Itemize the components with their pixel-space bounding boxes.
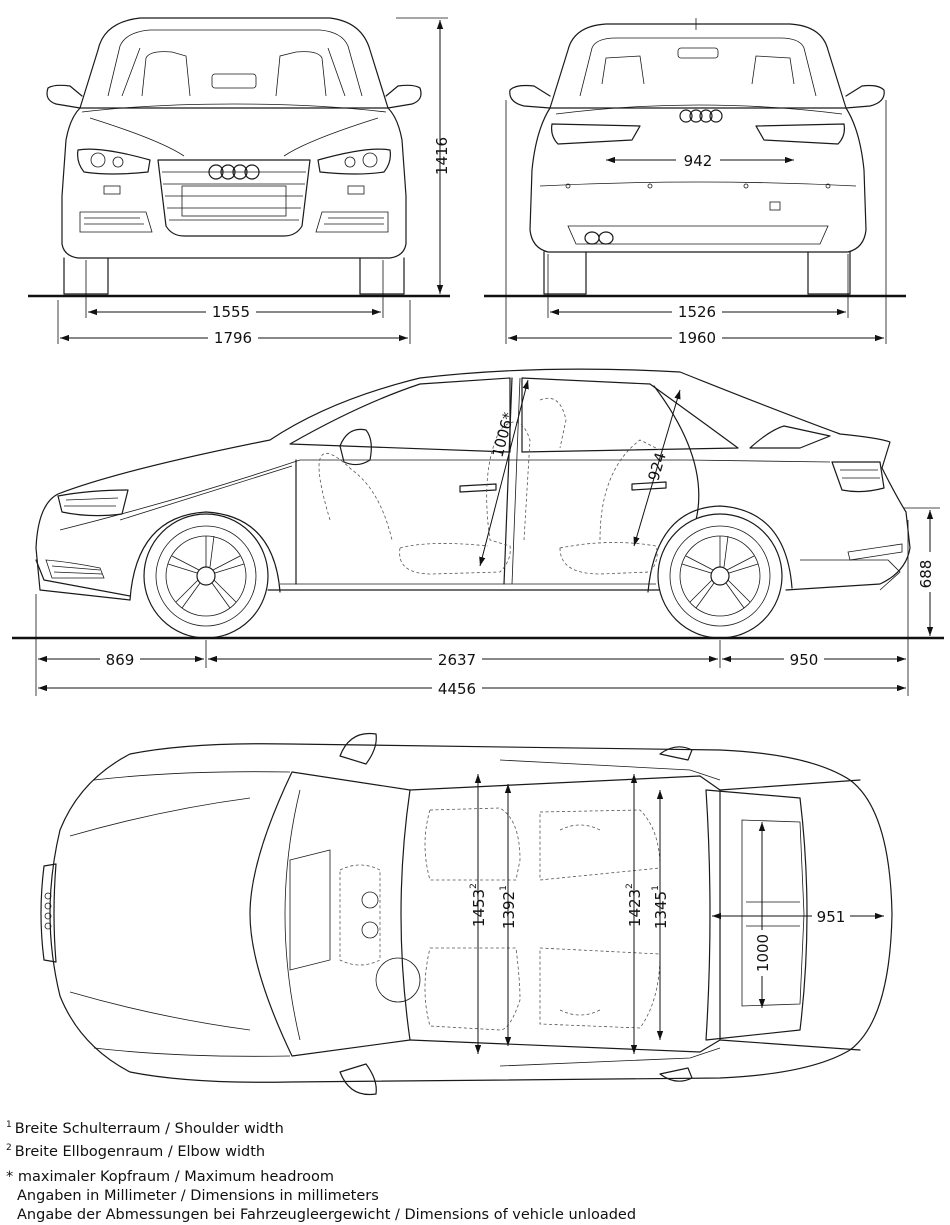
front-wheel [143, 513, 269, 639]
top-view: 1453 2 1392 1 1423 2 1345 1 951 1000 [40, 732, 893, 1096]
rear-track-label: 1526 [678, 303, 716, 321]
length-label: 4456 [438, 680, 476, 698]
load-sill-label: 688 [917, 560, 935, 589]
front-elbow-label: 1453 [470, 889, 488, 927]
rear-headroom-dimension [633, 389, 681, 547]
legend-shoulder-mark: 1 [6, 1120, 12, 1130]
side-view: 1006* 924 688 869 2637 950 4456 [12, 368, 944, 698]
headroom-dimension [479, 379, 529, 567]
front-car-outline [46, 17, 422, 295]
rear-overhang-label: 950 [790, 651, 819, 669]
rear-shoulder-mark: 1 [651, 885, 661, 891]
rear-view: 942 1526 1960 [484, 18, 906, 347]
rear-car-outline [509, 18, 885, 295]
rear-elbow-label: 1423 [626, 889, 644, 927]
front-shoulder-label: 1392 [500, 891, 518, 929]
front-width-label: 1796 [214, 329, 252, 347]
rear-headroom-label: 924 [645, 450, 670, 482]
rear-trunk-label: 942 [684, 152, 713, 170]
trunk-width-label: 1000 [754, 934, 772, 972]
legend-units-note: Angaben in Millimeter / Dimensions in mi… [17, 1188, 379, 1204]
rear-elbow-mark: 2 [625, 883, 635, 889]
front-height-label: 1416 [433, 137, 451, 175]
rear-wheel [657, 513, 783, 639]
legend-headroom-note: * maximaler Kopfraum / Maximum headroom [6, 1169, 335, 1185]
front-overhang-label: 869 [106, 651, 135, 669]
trunk-length-label: 951 [817, 908, 846, 926]
rear-width-label: 1960 [678, 329, 716, 347]
rear-shoulder-label: 1345 [652, 891, 670, 929]
front-track-label: 1555 [212, 303, 250, 321]
legend-shoulder-text: Breite Schulterraum / Shoulder width [14, 1121, 284, 1137]
front-elbow-mark: 2 [469, 883, 479, 889]
legend-unloaded-note: Angabe der Abmessungen bei Fahrzeugleerg… [17, 1207, 637, 1223]
wheelbase-label: 2637 [438, 651, 476, 669]
top-car-outline [40, 732, 893, 1096]
front-shoulder-mark: 1 [499, 885, 509, 891]
legend-elbow-text: Breite Ellbogenraum / Elbow width [14, 1144, 266, 1160]
front-view: 1416 1555 1796 [28, 17, 451, 347]
legend-elbow-mark: 2 [6, 1143, 12, 1153]
